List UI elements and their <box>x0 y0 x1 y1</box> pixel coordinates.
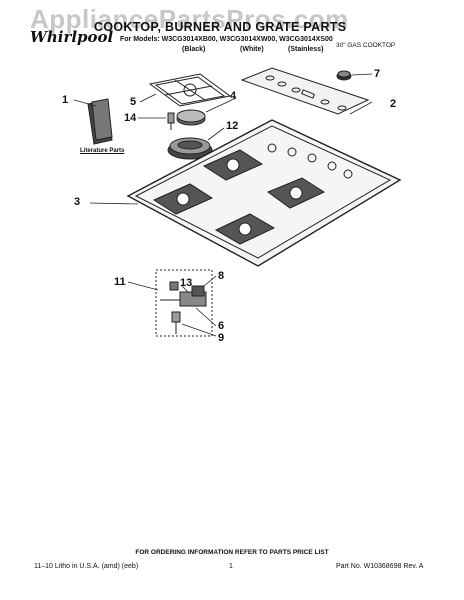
callout-9: 9 <box>218 332 225 344</box>
control-panel <box>240 67 370 115</box>
footer-page-number: 1 <box>229 563 233 570</box>
callout-7: 7 <box>374 68 381 80</box>
literature-parts-label: Literature Parts <box>80 148 125 154</box>
variant-stainless: (Stainless) <box>288 46 324 53</box>
burner-cap <box>176 109 206 126</box>
callout-12: 12 <box>226 120 239 132</box>
brand-logo: Whirlpool <box>30 28 114 46</box>
cooktop <box>126 119 402 267</box>
variant-white: (White) <box>240 46 264 53</box>
burner-grate <box>148 73 232 107</box>
page-title: COOKTOP, BURNER AND GRATE PARTS <box>94 20 347 34</box>
control-knob <box>336 70 352 81</box>
callout-14: 14 <box>124 112 137 124</box>
footer-litho: 11–10 Litho in U.S.A. (amd) (eeb) <box>34 563 139 570</box>
burner-base <box>167 137 213 160</box>
callout-1: 1 <box>62 94 69 106</box>
callout-4: 4 <box>230 90 237 102</box>
ordering-note: FOR ORDERING INFORMATION REFER TO PARTS … <box>135 549 329 556</box>
callout-13: 13 <box>180 277 193 289</box>
variant-black: (Black) <box>182 46 206 53</box>
models-line: For Models: W3CG3014XB00, W3CG3014XW00, … <box>120 36 333 43</box>
callout-2: 2 <box>390 98 397 110</box>
callout-5: 5 <box>130 96 137 108</box>
footer-part-number: Part No. W10368698 Rev. A <box>336 563 424 570</box>
watermark: AppliancePartsPros.com <box>30 4 349 34</box>
callout-11: 11 <box>114 276 126 288</box>
subtitle: 30" GAS COOKTOP <box>336 42 396 49</box>
literature-booklet <box>87 98 113 145</box>
valve-assembly <box>155 269 213 337</box>
callout-3: 3 <box>74 196 81 208</box>
leader-lines <box>73 73 373 337</box>
callout-8: 8 <box>218 270 225 282</box>
orifice-spud <box>167 112 175 130</box>
callout-6: 6 <box>218 320 225 332</box>
